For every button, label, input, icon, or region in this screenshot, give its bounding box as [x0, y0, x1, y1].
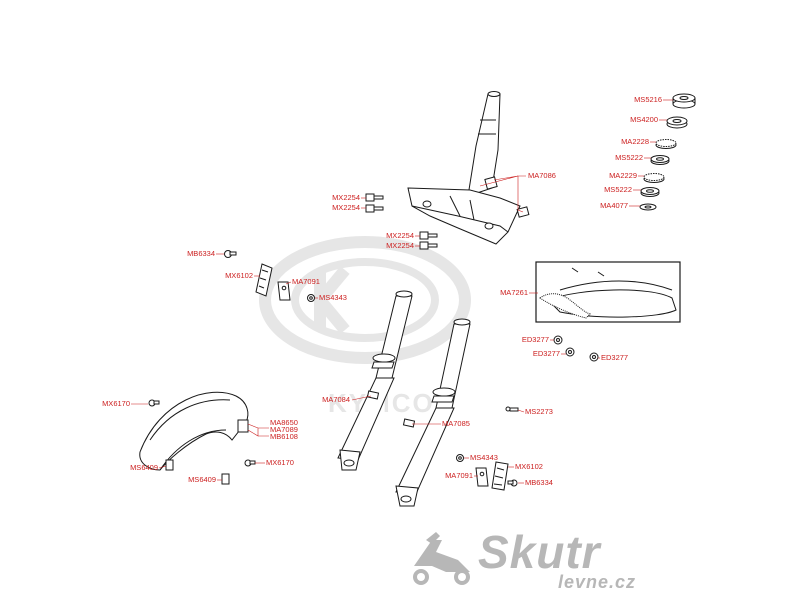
bracket-ma7091-a [277, 281, 291, 301]
clip-ms6409-b [221, 473, 230, 485]
label-ed3277-b: ED3277 [532, 349, 560, 358]
fender-hardware [148, 399, 256, 485]
fender-bracket [237, 419, 249, 433]
clip-ed3277-c [589, 352, 599, 362]
label-ms2273: MS2273 [525, 407, 553, 416]
screw-ms2273 [505, 406, 519, 412]
label-mx6102-b: MX6102 [515, 462, 543, 471]
label-ma7261: MA7261 [500, 288, 528, 297]
label-mx2254-a: MX2254 [332, 193, 360, 202]
label-mx2254-d: MX2254 [386, 241, 414, 250]
label-mx2254-c: MX2254 [386, 231, 414, 240]
front-fender [139, 391, 249, 471]
label-mb6334-b: MB6334 [525, 478, 553, 487]
bearing-ma2229 [643, 173, 665, 183]
label-ms5222-b: MS5222 [604, 185, 632, 194]
label-mx6102-a: MX6102 [225, 271, 253, 280]
inner-fender-ma7261 [539, 267, 677, 319]
label-ed3277-a: ED3277 [521, 335, 549, 344]
screw-mx6170-a [148, 399, 160, 407]
washer-ms4200 [666, 116, 688, 129]
fork-ma7084 [337, 290, 413, 471]
label-ma7086: MA7086 [528, 171, 556, 180]
left-reflector-group [224, 250, 315, 302]
race-ms5222-a [650, 155, 670, 165]
screw-mb6334-a [224, 250, 237, 258]
site-logo-domain: levne.cz [558, 572, 636, 592]
bearing-stack [639, 93, 696, 211]
ed3277-clips [553, 335, 599, 362]
reflector-mx6102-b [491, 461, 509, 491]
label-ms5222-a: MS5222 [615, 153, 643, 162]
label-mb6334-a: MB6334 [187, 249, 215, 258]
label-ma4077: MA4077 [600, 201, 628, 210]
label-ms4200: MS4200 [630, 115, 658, 124]
label-ma7085: MA7085 [442, 419, 470, 428]
site-logo-name: Skutr [478, 526, 602, 578]
clip-ms6409-a [165, 459, 174, 471]
bolt-mx2254-b [365, 204, 384, 213]
nut-ms4343-b [456, 454, 464, 462]
label-ma7091-b: MA7091 [445, 471, 473, 480]
right-reflector-group [456, 406, 519, 491]
inner-fender-box [535, 261, 681, 323]
screw-mb6334-b [507, 479, 518, 487]
bolt-mx2254-d [419, 241, 438, 250]
mx2254-bolts [365, 193, 438, 250]
scooter-icon [413, 532, 470, 585]
fork-ma7085 [395, 318, 471, 507]
kymco-watermark-logo [259, 236, 471, 364]
reflector-mx6102-a [255, 263, 273, 297]
label-ma7091-a: MA7091 [292, 277, 320, 286]
label-mx6170-a: MX6170 [102, 399, 130, 408]
clip-ed3277-a [553, 335, 563, 345]
label-mx2254-b: MX2254 [332, 203, 360, 212]
label-ms4343-a: MS4343 [319, 293, 347, 302]
label-ms4343-b: MS4343 [470, 453, 498, 462]
nut-ms4343-a [307, 294, 315, 302]
label-mb6108: MB6108 [270, 432, 298, 441]
clip-ed3277-b [565, 347, 575, 357]
label-ma7084: MA7084 [322, 395, 350, 404]
label-ma8650: MA8650 [270, 418, 298, 427]
screw-mx6170-b [244, 459, 256, 467]
bearing-ma2228 [655, 139, 677, 149]
label-ms5216: MS5216 [634, 95, 662, 104]
seal-ma4077 [639, 203, 657, 211]
stem-crown [407, 187, 521, 245]
label-ma2228: MA2228 [621, 137, 649, 146]
bolt-mx2254-a [365, 193, 384, 202]
label-ms6409-a: MS6409 [130, 463, 158, 472]
race-ms5222-b [640, 187, 660, 197]
nut-ms5216 [672, 93, 696, 109]
label-mx6170-b: MX6170 [266, 458, 294, 467]
label-ma2229: MA2229 [609, 171, 637, 180]
steering-stem [407, 91, 530, 245]
bolt-mx2254-c [419, 231, 438, 240]
label-ms6409-b: MS6409 [188, 475, 216, 484]
label-ed3277-c: ED3277 [601, 353, 629, 362]
leader-lines [131, 99, 673, 484]
bracket-ma7091-b [475, 467, 489, 487]
label-ma7089: MA7089 [270, 425, 298, 434]
skutr-site-logo: Skutr levne.cz [413, 526, 636, 592]
